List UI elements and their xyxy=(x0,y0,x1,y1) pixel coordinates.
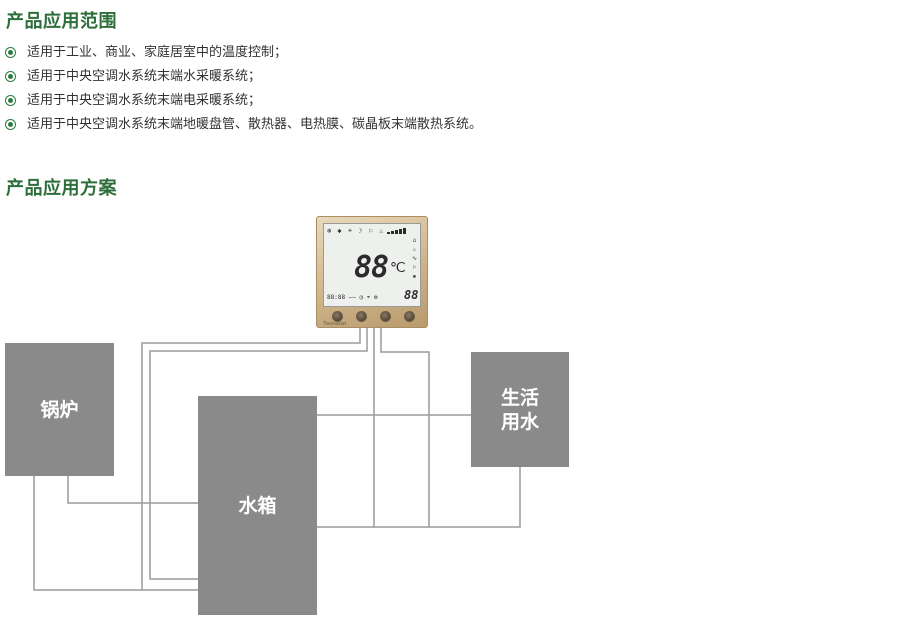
thermostat-lcd-screen: ❄ ✱ ☀ ☽ ⚐ ♨ ⌂ ♨ ∿ ⚐ ▪ 88 ℃ 88:88 —— ◷ ☂ … xyxy=(323,223,421,307)
section-title-application-scheme: 产品应用方案 xyxy=(6,178,117,199)
pipe-thermostat-to-hot-water xyxy=(380,328,430,527)
list-item-text: 适用于中央空调水系统末端地暖盘管、散热器、电热膜、碳晶板末端散热系统。 xyxy=(27,117,483,132)
water-tank-box: 水箱 xyxy=(198,396,317,615)
thermostat-button-4[interactable] xyxy=(404,311,415,322)
lcd-temperature: 88 xyxy=(354,250,389,285)
thermostat-device: ❄ ✱ ☀ ☽ ⚐ ♨ ⌂ ♨ ∿ ⚐ ▪ 88 ℃ 88:88 —— ◷ ☂ … xyxy=(316,216,428,328)
list-item: 适用于中央空调水系统末端地暖盘管、散热器、电热膜、碳晶板末端散热系统。 xyxy=(4,116,482,140)
list-item: 适用于中央空调水系统末端电采暖系统； xyxy=(4,92,482,116)
bullet-icon xyxy=(5,47,16,58)
bullet-icon xyxy=(5,95,16,106)
lcd-mode-icons: ❄ ✱ ☀ ☽ ⚐ ♨ xyxy=(327,227,385,235)
pipe-thermostat-to-tank-outer xyxy=(141,328,361,591)
list-item-text: 适用于中央空调水系统末端水采暖系统； xyxy=(27,69,262,84)
pipe-boiler-to-tank-bottom xyxy=(33,476,142,591)
list-item: 适用于中央空调水系统末端水采暖系统； xyxy=(4,68,482,92)
list-item-text: 适用于中央空调水系统末端电采暖系统； xyxy=(27,93,262,108)
pipe-tank-to-hot-water-bottom xyxy=(317,467,521,528)
thermostat-brand-label: Thermostat xyxy=(323,321,347,326)
application-scope-list: 适用于工业、商业、家庭居室中的温度控制； 适用于中央空调水系统末端水采暖系统； … xyxy=(4,44,482,140)
domestic-water-box: 生活 用水 xyxy=(471,352,569,467)
lcd-temperature-unit: ℃ xyxy=(390,260,406,276)
lcd-small-reading: 88 xyxy=(404,288,419,302)
thermostat-button-3[interactable] xyxy=(380,311,391,322)
section-title-application-scope: 产品应用范围 xyxy=(6,11,117,32)
pipe-lines xyxy=(33,328,521,591)
list-item-text: 适用于工业、商业、家庭居室中的温度控制； xyxy=(27,45,288,60)
thermostat-button-2[interactable] xyxy=(356,311,367,322)
list-item: 适用于工业、商业、家庭居室中的温度控制； xyxy=(4,44,482,68)
fan-speed-bars-icon xyxy=(387,228,406,234)
thermostat-button-1[interactable] xyxy=(332,311,343,322)
pipe-boiler-to-tank-top xyxy=(67,476,198,504)
lcd-time-readout: 88:88 —— ◷ ☂ ⚙ xyxy=(327,294,378,301)
bullet-icon xyxy=(5,119,16,130)
pipe-thermostat-to-tank-inner xyxy=(149,328,368,580)
bullet-icon xyxy=(5,71,16,82)
boiler-box: 锅炉 xyxy=(5,343,114,476)
lcd-side-icons: ⌂ ♨ ∿ ⚐ ▪ xyxy=(411,237,417,280)
